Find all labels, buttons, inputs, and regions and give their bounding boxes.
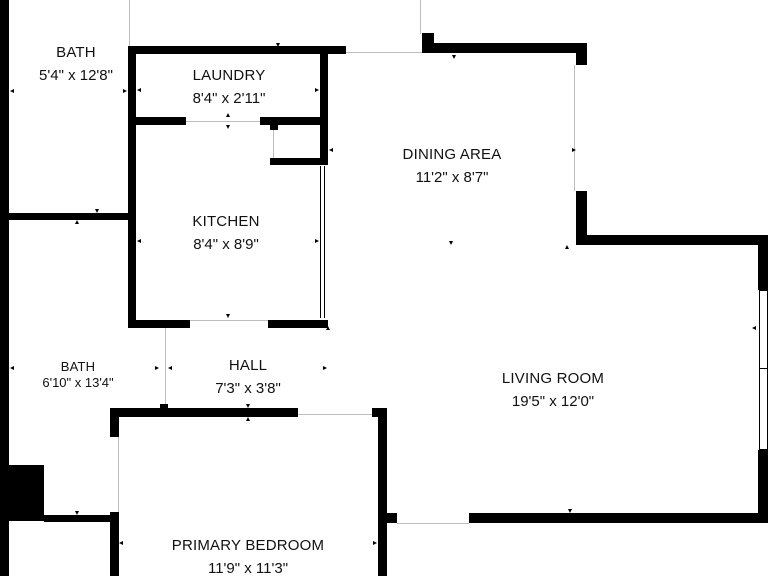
room-dimensions: 11'9" x 11'3" (207, 560, 289, 576)
opening-line (186, 121, 260, 122)
dimension-marker (276, 43, 280, 47)
dimension-marker (10, 89, 14, 93)
wall (270, 125, 278, 130)
dimension-marker (452, 55, 456, 59)
dimension-marker (75, 511, 79, 515)
wall (378, 408, 387, 576)
dimension-marker (226, 125, 230, 129)
room-label-bath-upper: BATH 5'4" x 12'8" (39, 43, 113, 85)
dimension-marker (315, 88, 319, 92)
room-dimensions: 19'5" x 12'0" (511, 393, 595, 410)
counter-line (320, 166, 321, 318)
room-dimensions: 11'2" x 8'7" (415, 169, 489, 186)
wall (758, 450, 768, 523)
opening-line (129, 0, 130, 46)
dimension-marker (168, 366, 172, 370)
wall (110, 512, 119, 576)
dimension-marker (572, 148, 576, 152)
dimension-marker (137, 88, 141, 92)
wall (128, 320, 190, 328)
room-dimensions: 8'4" x 2'11" (192, 90, 266, 107)
dimension-marker (373, 541, 377, 545)
opening-line (397, 523, 469, 524)
room-dimensions: 5'4" x 12'8" (39, 67, 113, 84)
dimension-marker (329, 148, 333, 152)
room-name: BATH (60, 359, 96, 374)
wall (110, 408, 119, 437)
room-name: HALL (228, 357, 268, 374)
room-label-living-room: LIVING ROOM 19'5" x 12'0" (502, 369, 604, 411)
wall (260, 117, 322, 125)
dimension-marker (226, 314, 230, 318)
wall (422, 43, 586, 53)
wall (270, 158, 326, 165)
dimension-marker (449, 241, 453, 245)
room-name: KITCHEN (192, 213, 260, 230)
room-name: LIVING ROOM (501, 370, 605, 387)
dimension-marker (565, 245, 569, 249)
wall (758, 235, 768, 290)
dimension-marker (137, 239, 141, 243)
wall (0, 0, 9, 576)
living-room-window (759, 290, 768, 450)
wall (44, 515, 116, 522)
room-label-laundry: LAUNDRY 8'4" x 2'11" (193, 66, 266, 108)
wall (320, 52, 328, 165)
dimension-marker (123, 89, 127, 93)
room-label-primary-bedroom: PRIMARY BEDROOM 11'9" x 11'3" (172, 536, 324, 576)
room-dimensions: 6'10" x 13'4" (42, 375, 114, 390)
wall (130, 46, 346, 54)
dimension-marker (10, 366, 14, 370)
room-name: DINING AREA (402, 146, 502, 163)
dimension-marker (226, 113, 230, 117)
dimension-marker (75, 220, 79, 224)
dimension-marker (323, 366, 327, 370)
dimension-marker (246, 404, 250, 408)
opening-line (273, 128, 274, 158)
wall (9, 213, 131, 220)
room-name: LAUNDRY (192, 67, 266, 84)
room-dimensions: 7'3" x 3'8" (215, 380, 281, 397)
dimension-marker (568, 509, 572, 513)
room-label-kitchen: KITCHEN 8'4" x 8'9" (192, 212, 259, 254)
wall (110, 408, 298, 417)
wall (469, 513, 768, 523)
room-label-dining-area: DINING AREA 11'2" x 8'7" (403, 145, 502, 187)
wall (576, 191, 587, 243)
wall (0, 465, 44, 521)
opening-line (346, 52, 422, 53)
dimension-marker (315, 239, 319, 243)
counter-line (324, 166, 325, 318)
wall (387, 513, 397, 523)
opening-line (574, 65, 575, 191)
opening-line (298, 414, 372, 415)
window-mullion (759, 368, 768, 369)
wall (136, 117, 186, 125)
room-label-bath-lower: BATH 6'10" x 13'4" (42, 359, 113, 391)
dimension-marker (119, 541, 123, 545)
wall (128, 46, 136, 328)
dimension-marker (246, 417, 250, 421)
wall (576, 235, 768, 245)
opening-line (118, 437, 119, 512)
wall (268, 320, 328, 328)
dimension-marker (95, 209, 99, 213)
room-name: BATH (56, 44, 96, 61)
room-label-hall: HALL 7'3" x 3'8" (215, 356, 281, 398)
dimension-marker (326, 326, 330, 330)
wall (576, 43, 587, 65)
dimension-marker (155, 366, 159, 370)
room-dimensions: 8'4" x 8'9" (193, 236, 259, 253)
opening-line (190, 320, 268, 321)
opening-line (165, 328, 166, 404)
dimension-marker (752, 326, 756, 330)
room-name: PRIMARY BEDROOM (171, 537, 325, 554)
opening-line (420, 0, 421, 34)
